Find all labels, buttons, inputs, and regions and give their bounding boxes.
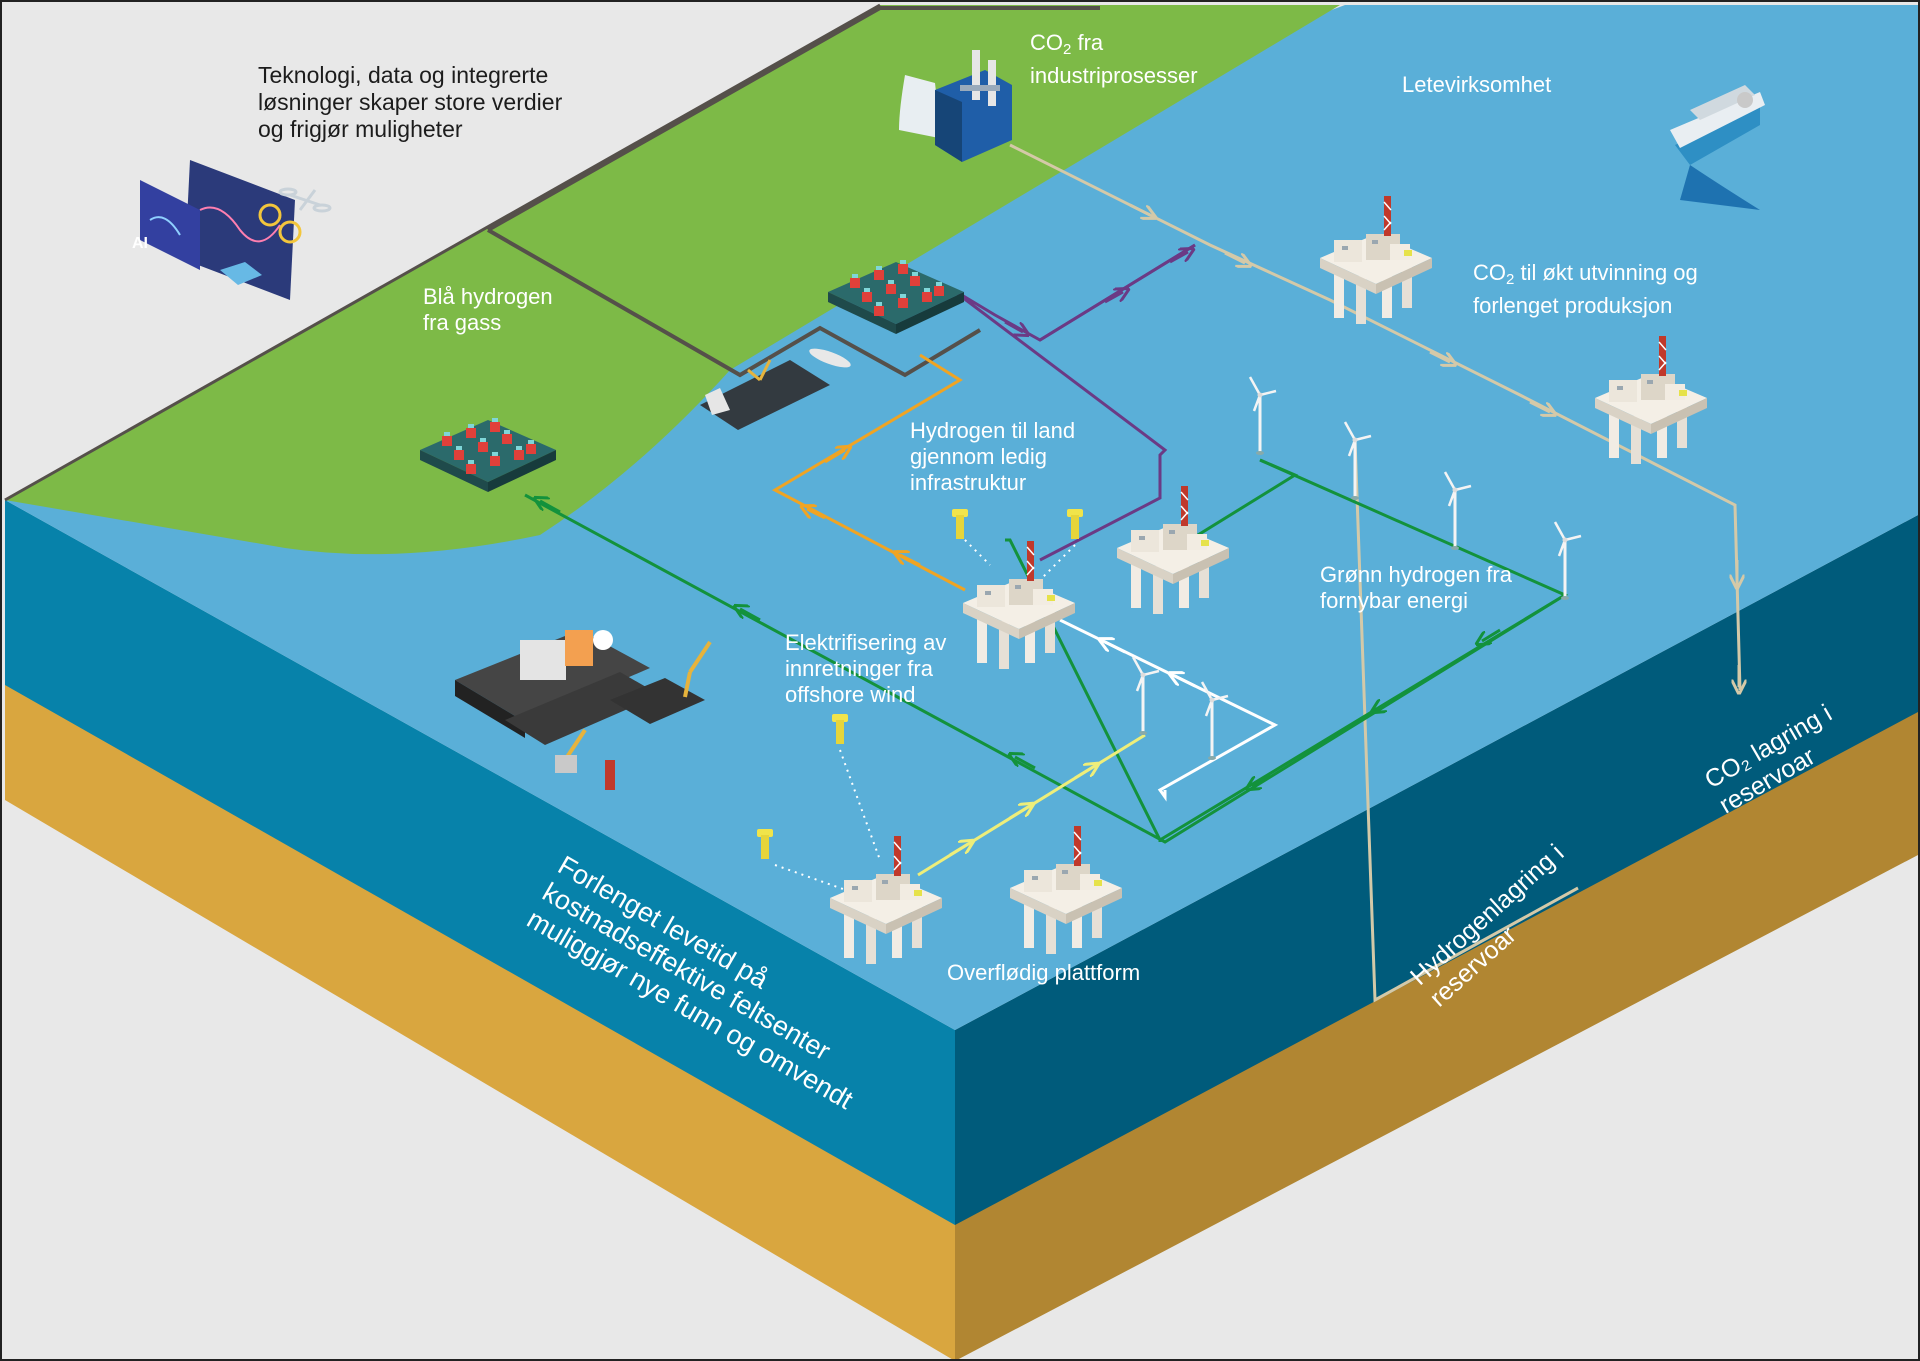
power-plant-icon [899,50,1012,162]
hydrogen-storage-line [1353,439,1579,1003]
ground-layer-front [5,680,955,1361]
well-connection-dots [774,534,1076,896]
green-flow-arrows [540,501,1501,786]
co2-flow-arrows [1129,203,1739,687]
co2-industry-label: CO2 fra industriprosesser [1030,30,1198,89]
co2-eor-pre: CO [1473,260,1506,285]
green-hydrogen-label: Grønn hydrogen fra fornybar energi [1320,562,1512,613]
yellow-flow-arrows [949,767,1093,857]
shipyard-icon [455,630,712,790]
co2-eor-post: til økt utvinning og forlenget produksjo… [1473,260,1698,318]
hydrogen-to-land-label: Hydrogen til land gjennom ledig infrastr… [910,418,1076,495]
drone-icon [278,187,332,213]
harbour-icon [700,348,851,430]
tech-label: Teknologi, data og integrerte løsninger … [258,62,563,142]
white-flow-arrows [1105,642,1196,688]
blue-hydrogen-label: Blå hydrogen fra gass [423,284,553,335]
surplus-platform-label: Overflødig plattform [947,960,1141,985]
white-flow-line [1059,618,1279,802]
orange-flow-line [771,353,966,592]
ai-badge: AI [132,235,148,252]
co2-industry-sub: 2 [1063,41,1072,58]
tech-screens-icon [140,160,302,300]
purple-flow-arrows [1004,252,1188,332]
co2-industry-post: fra industriprosesser [1030,30,1198,88]
ground-layer-side [955,700,1918,1361]
exploration-label: Letevirksomhet [1402,72,1552,97]
land-border-outer [4,3,881,502]
co2-eor-sub: 2 [1506,271,1515,288]
ship-icon [1670,85,1765,210]
pipeline-land-dark-1 [487,6,1100,232]
sea-front-face [5,500,955,1225]
purple-flow-line [949,243,1196,562]
orange-flow-arrows [807,450,921,567]
sea-side-face [955,515,1918,1225]
co2-industry-pre: CO [1030,30,1063,55]
electrification-label: Elektrifisering av innretninger fra offs… [785,630,947,707]
co2-flow-line [1009,143,1742,691]
co2-eor-label: CO2 til økt utvinning og forlenget produ… [1473,260,1698,319]
